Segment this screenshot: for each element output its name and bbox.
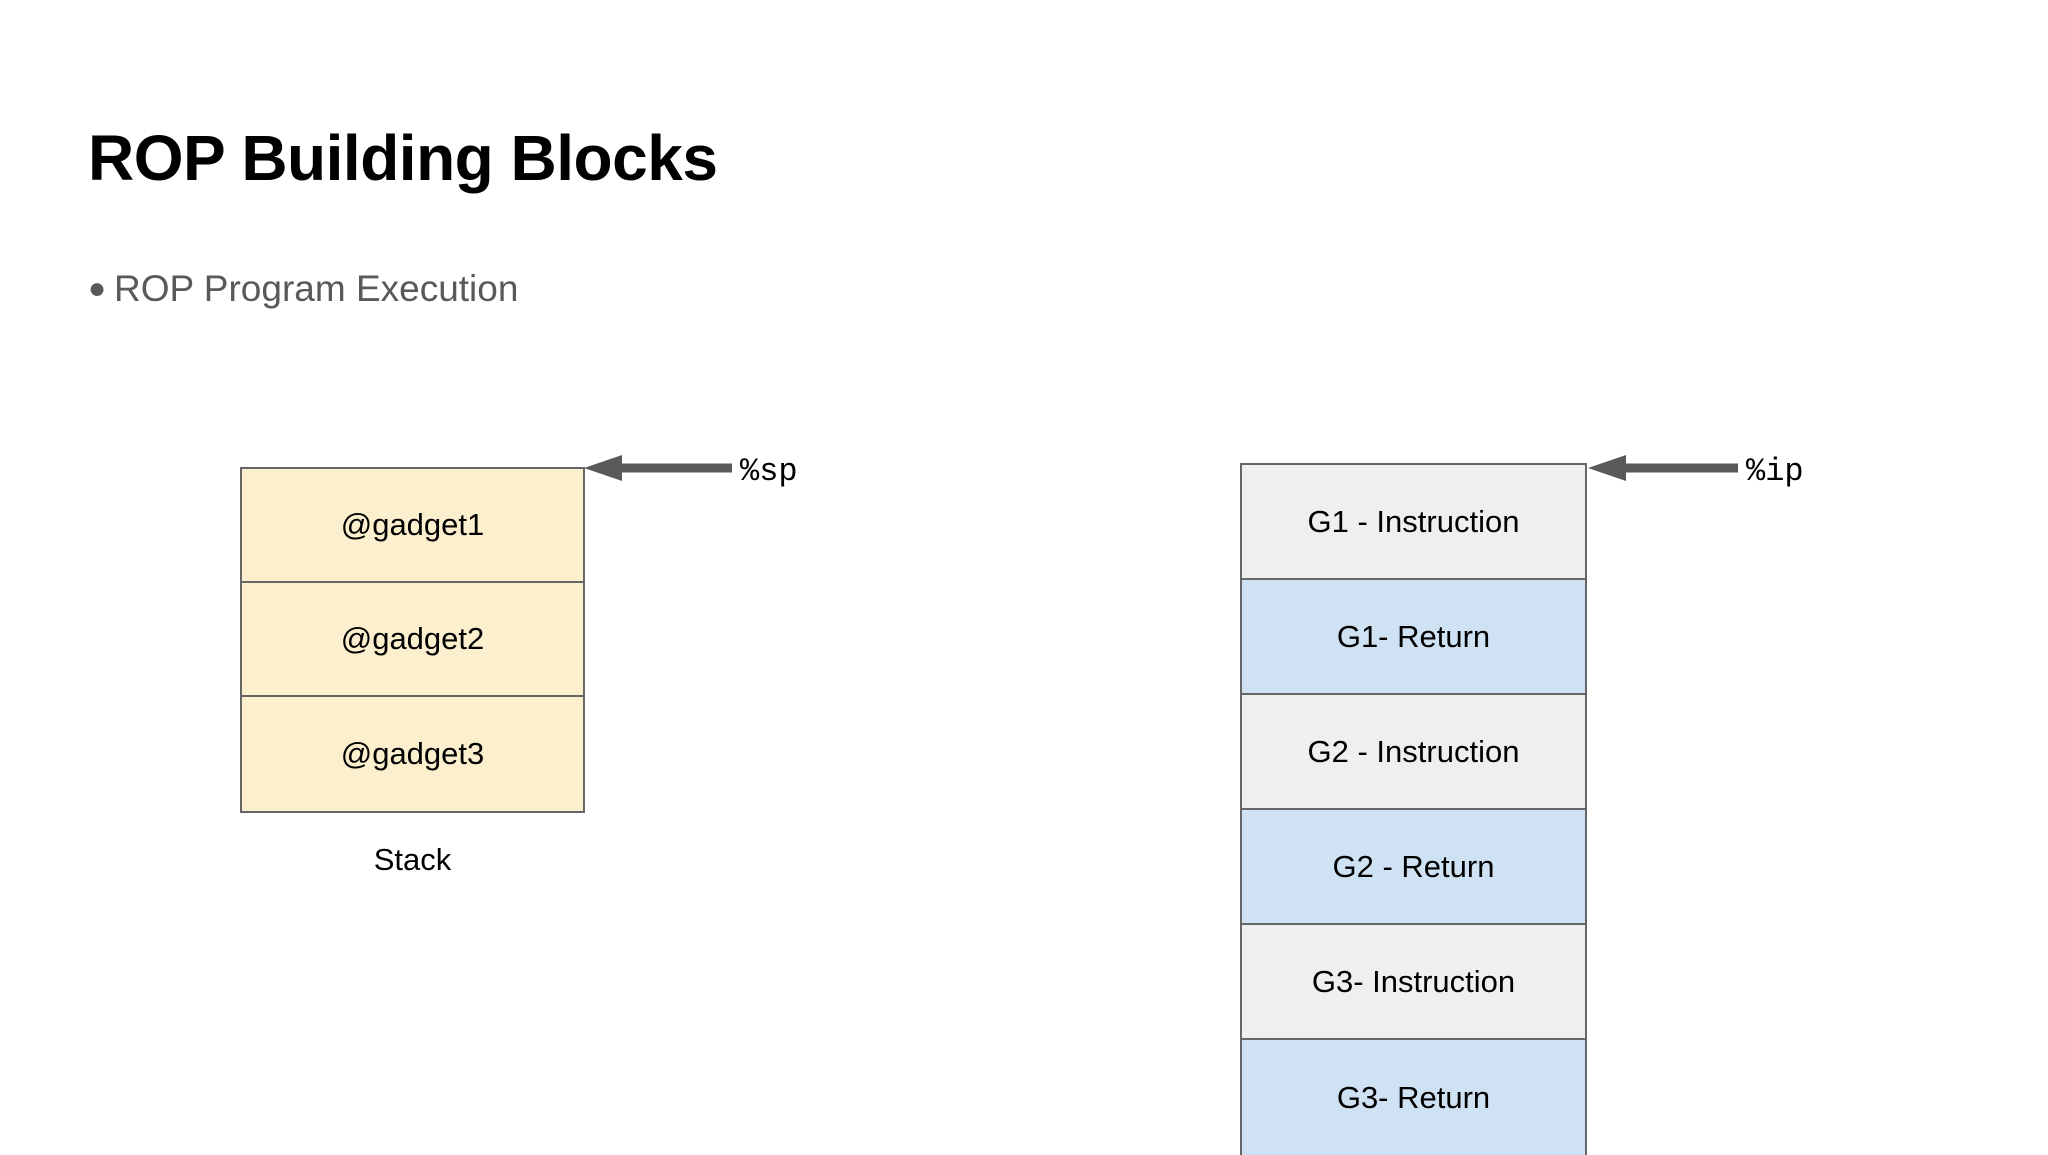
- stack-diagram: @gadget1 @gadget2 @gadget3: [240, 467, 585, 813]
- stack-cell: @gadget3: [242, 697, 583, 811]
- bullet-dot-icon: ●: [88, 272, 107, 305]
- instruction-pointer-label: %ip: [1746, 453, 1804, 490]
- gadget-cell: G1 - Instruction: [1242, 465, 1585, 580]
- stack-cell: @gadget2: [242, 583, 583, 697]
- gadget-cell: G2 - Return: [1242, 810, 1585, 925]
- gadget-cell: G3- Instruction: [1242, 925, 1585, 1040]
- bullet-list: ● ROP Program Execution: [88, 265, 988, 323]
- stack-pointer-left-arrow-icon: [584, 455, 732, 481]
- page-title: ROP Building Blocks: [88, 122, 718, 194]
- stack-caption-label: Stack: [373, 842, 452, 877]
- gadget-cell: G2 - Instruction: [1242, 695, 1585, 810]
- instruction-pointer-left-arrow-icon: [1588, 455, 1738, 481]
- stack-pointer-label: %sp: [740, 453, 798, 490]
- stack-cell: @gadget1: [242, 469, 583, 583]
- list-item: ● ROP Program Execution: [88, 265, 988, 313]
- gadget-cell: G3- Return: [1242, 1040, 1585, 1155]
- bullet-item-label: ROP Program Execution: [114, 268, 519, 309]
- gadget-execution-diagram: G1 - Instruction G1- Return G2 - Instruc…: [1240, 463, 1587, 1155]
- gadget-cell: G1- Return: [1242, 580, 1585, 695]
